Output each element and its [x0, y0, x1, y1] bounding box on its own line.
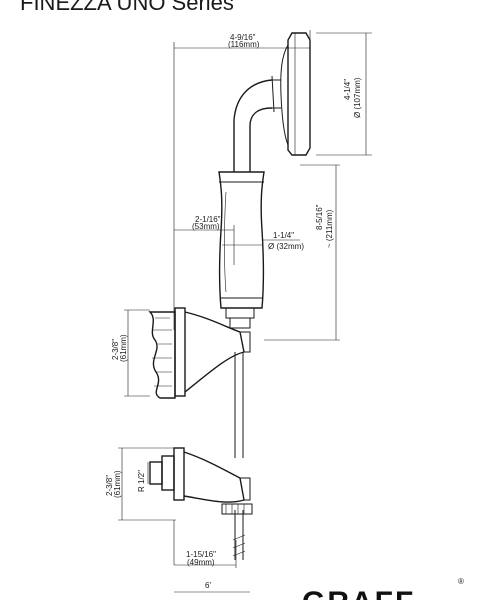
dim-head-diameter-mm: Ø (107mm)	[353, 77, 362, 118]
handle-connector	[225, 307, 255, 329]
handshower-neck	[233, 75, 275, 172]
dim-bracket-height-mm: (61mm)	[119, 334, 128, 362]
dim-outlet-thread: R 1/2"	[137, 470, 146, 492]
dim-handle-offset-in: 2-1/16"	[195, 215, 221, 224]
dim-outlet-height-in: 2-3/8"	[105, 475, 114, 496]
dimension-labels: 4-9/16" (116mm) 4-1/4" Ø (107mm) 2-1/16"…	[105, 33, 362, 590]
dim-outlet-height-mm: (61mm)	[113, 470, 122, 498]
dim-length-mm: ~ (211mm)	[325, 209, 334, 248]
graff-logo: GRAFF ®	[302, 577, 464, 600]
dim-handle-offset-mm: (53mm)	[192, 222, 220, 231]
dim-handle-diameter-in: 1-1/4"	[273, 231, 294, 240]
dim-length-in: 8-5/16"	[315, 204, 324, 230]
logo-trademark: ®	[458, 577, 464, 586]
series-title: FINEZZA UNO Series	[20, 0, 234, 15]
handshower-handle	[218, 171, 265, 309]
dim-head-diameter-in: 4-1/4"	[343, 79, 352, 100]
wall-outlet	[149, 447, 253, 515]
dimension-lines	[118, 30, 372, 593]
dim-projection-mm: (49mm)	[187, 558, 215, 567]
dim-projection-in: 1-15/16"	[186, 550, 216, 559]
logo-wordmark: GRAFF	[302, 586, 415, 600]
dim-hose-length: 6'	[205, 581, 211, 590]
dim-width-in: 4-9/16"	[230, 33, 256, 42]
dim-handle-diameter-mm: Ø (32mm)	[268, 242, 304, 251]
hose	[232, 352, 246, 560]
wall-bracket	[148, 307, 251, 399]
shower-head	[272, 32, 311, 156]
dim-width-mm: (116mm)	[228, 40, 260, 49]
dim-bracket-height-in: 2-3/8"	[111, 339, 120, 360]
